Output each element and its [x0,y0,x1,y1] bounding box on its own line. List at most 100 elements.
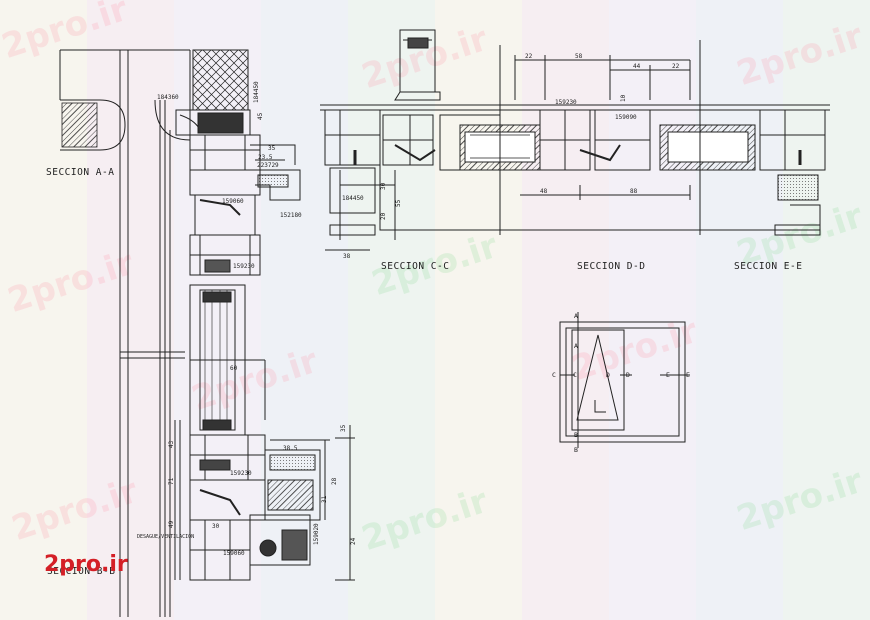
background-tile [435,62,522,124]
background-tile [609,248,696,310]
background-tile [261,186,348,248]
background-tile [348,62,435,124]
key-letter-a: A [574,342,578,350]
background-tile [783,434,870,496]
profile-code: 159230 [230,470,252,477]
dimension: 48 [540,188,548,195]
background-tile [348,248,435,310]
background-tile [174,186,261,248]
background-tile [87,0,174,62]
background-tile [609,62,696,124]
background-tile [348,124,435,186]
dimension: 10 [620,94,627,102]
background-tile [435,372,522,434]
background-tile [609,558,696,620]
background-tile [0,558,87,620]
background-tile [522,558,609,620]
dimension: 35 [340,424,347,432]
key-letter-a: A [574,312,578,320]
dimension: 38.5 [283,445,298,452]
section-title-e-e: SECCION E-E [734,261,803,272]
profile-code: 184450 [342,195,364,202]
background-tile [696,310,783,372]
key-letter-b: B [574,431,578,439]
background-tile [522,496,609,558]
profile-code: 159060 [223,550,245,557]
profile-code: 223729 [257,162,279,169]
background-tile [435,558,522,620]
background-tile [348,496,435,558]
key-letter-e: E [666,371,670,379]
dimension: 22 [525,53,533,60]
dimension: 30 [212,523,220,530]
dimension: 88 [630,188,638,195]
dimension: 43 [168,440,175,448]
background-tile [261,62,348,124]
background-tile [261,0,348,62]
background-tile [609,0,696,62]
background-tile [261,248,348,310]
background-tile [261,372,348,434]
background-tile [0,186,87,248]
background-tile [783,248,870,310]
profile-code: 159020 [313,523,320,545]
background-tile [696,434,783,496]
background-tile [696,248,783,310]
background-tile [522,434,609,496]
dimension: 58 [575,53,583,60]
background-tile [0,0,87,62]
section-b-b-profile [174,49,355,581]
key-letter-c: C [573,371,577,379]
background-tile [696,372,783,434]
dimension: 20 [380,212,387,220]
section-title-d-d: SECCION D-D [577,261,646,272]
background-tile [174,558,261,620]
background-tile [435,0,522,62]
background-tile [783,62,870,124]
key-letter-d: D [626,371,630,379]
dimension: 44 [633,63,641,70]
background-tile [696,496,783,558]
section-a-a-wall [59,49,191,617]
dimension: 28 [331,477,338,485]
background-tile [348,186,435,248]
background-tile [0,434,87,496]
background-tile [609,496,696,558]
dimension: 23.5 [258,154,273,161]
section-title-a-a: SECCION A-A [46,167,115,178]
key-letter-d: D [606,371,610,379]
profile-code: 184360 [157,94,179,101]
background-tile [261,558,348,620]
dimension: 30 [380,182,387,190]
profile-code: 159230 [555,99,577,106]
key-letter-e: E [686,371,690,379]
dimension: 24 [350,537,357,545]
background-tile [348,0,435,62]
background-tile [783,372,870,434]
background-tile [783,0,870,62]
dimension: 49 [168,520,175,528]
background-tile [174,496,261,558]
background-tile [435,186,522,248]
key-letter-b: B [574,446,578,454]
background-tile [0,248,87,310]
section-title-b-b: SECCION B-B [47,566,116,577]
section-title-c-c: SECCION C-C [381,261,450,272]
dimension: 31 [321,495,328,503]
key-plan [559,312,690,448]
background-tile [696,62,783,124]
background-tile [348,372,435,434]
background-tile [609,434,696,496]
brand-logo: 2pro.ir [44,552,128,577]
background-tile [348,434,435,496]
background-tile [696,186,783,248]
background-tile [783,558,870,620]
background-tile [348,558,435,620]
dimension: 38 [343,253,351,260]
background-tile [609,186,696,248]
background-tile [0,372,87,434]
profile-code: 184450 [253,81,260,103]
background-tile [435,310,522,372]
background-tile [0,496,87,558]
